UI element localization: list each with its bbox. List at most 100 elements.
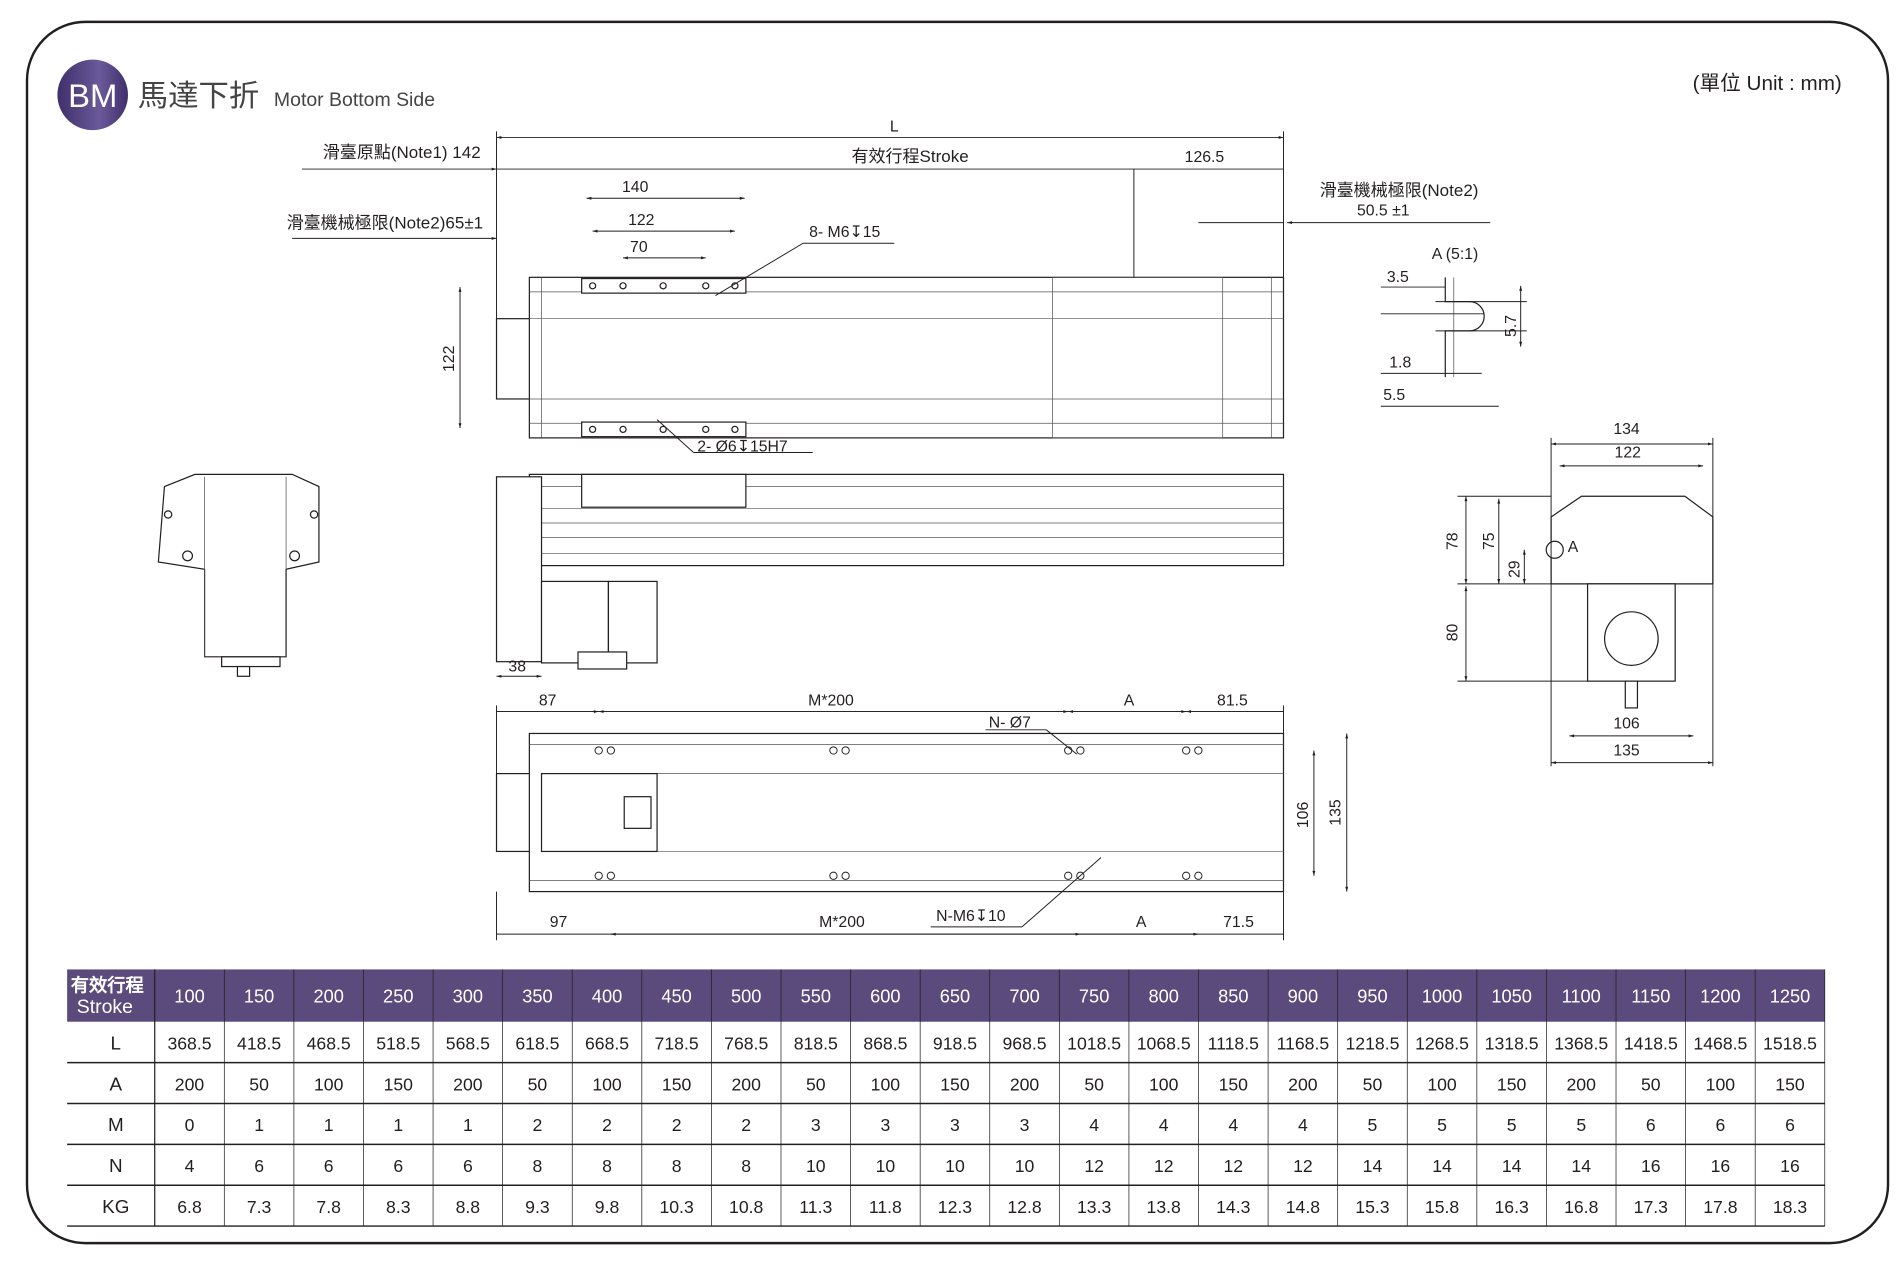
table-cell: 14 (1571, 1156, 1591, 1176)
table-cell: 150 (384, 1074, 414, 1094)
table-cell: 1268.5 (1415, 1033, 1469, 1053)
badge-circle (57, 59, 128, 131)
dim-3-5: 3.5 (1387, 269, 1409, 286)
table-cell: 200 (1567, 1074, 1597, 1094)
header-stroke-cell: 500 (731, 985, 761, 1006)
table-cell: 1318.5 (1485, 1033, 1539, 1053)
table-cell: 7.3 (247, 1197, 272, 1217)
row-label: M (108, 1114, 124, 1135)
table-cell: 6 (1646, 1115, 1656, 1135)
table-cell: 1018.5 (1067, 1033, 1121, 1053)
dim-122-top: 122 (628, 212, 654, 229)
header-stroke-cell: 250 (383, 985, 413, 1006)
left-end-view-drawing (157, 473, 320, 677)
header-stroke-cell: 950 (1357, 985, 1387, 1006)
dim-126-5: 126.5 (1185, 149, 1225, 166)
dim-70: 70 (630, 239, 648, 256)
table-cell: 3 (811, 1115, 821, 1135)
table-cell: 6 (1715, 1115, 1725, 1135)
table-cell: 4 (1089, 1115, 1099, 1135)
table-cell: 2 (741, 1115, 751, 1135)
table-cell: 9.3 (525, 1197, 550, 1217)
header-stroke-cell: 450 (661, 985, 691, 1006)
end-135: 135 (1613, 742, 1640, 759)
table-cell: 50 (249, 1074, 269, 1094)
dim-m200-bottom: M*200 (819, 914, 865, 931)
table-cell: 1118.5 (1208, 1033, 1259, 1053)
row-label: N (109, 1155, 123, 1176)
table-cell: 818.5 (794, 1033, 838, 1053)
table-cell: 11.8 (869, 1197, 902, 1217)
dim-1-8: 1.8 (1389, 354, 1411, 371)
title-en: Motor Bottom Side (274, 89, 435, 111)
table-cell: 8 (602, 1156, 612, 1176)
table-cell: 100 (1149, 1074, 1179, 1094)
table-cell: 6 (463, 1156, 473, 1176)
tap-holes-label: 8- M6↧15 (809, 224, 880, 241)
top-view-drawing: L 滑臺原點(Note1) 142 有效行程Stroke 126.5 滑臺機械極… (287, 118, 1491, 455)
header-stroke-cell: 600 (870, 985, 900, 1006)
table-cell: 100 (592, 1074, 622, 1094)
table-cell: 1 (324, 1115, 334, 1135)
table-cell: 5 (1437, 1115, 1447, 1135)
table-cell: 6 (393, 1156, 403, 1176)
header-stroke-cell: 900 (1288, 985, 1318, 1006)
limit-note-right: 滑臺機械極限(Note2) (1320, 181, 1479, 200)
table-cell: 4 (1228, 1115, 1238, 1135)
table-cell: 968.5 (1002, 1033, 1046, 1053)
header-stroke-cell: 350 (522, 985, 552, 1006)
table-cell: 12 (1293, 1156, 1313, 1176)
table-cell: 10 (1015, 1156, 1035, 1176)
dim-140: 140 (622, 179, 649, 196)
dim-97: 97 (550, 914, 568, 931)
table-cell: 16 (1780, 1156, 1800, 1176)
dim-87: 87 (539, 692, 557, 709)
table-cell: 50 (528, 1074, 548, 1094)
table-cell: 13.3 (1077, 1197, 1112, 1217)
table-cell: 918.5 (933, 1033, 977, 1053)
table-cell: 4 (1159, 1115, 1169, 1135)
table-cell: 150 (1219, 1074, 1249, 1094)
detail-a-drawing: A (5:1) 3.5 5.7 1.8 5.5 (1380, 246, 1527, 407)
table-cell: 6.8 (177, 1197, 202, 1217)
dim-81-5: 81.5 (1217, 692, 1248, 709)
header-stroke-cell: 850 (1218, 985, 1248, 1006)
table-cell: 3 (880, 1115, 890, 1135)
table-cell: 150 (662, 1074, 692, 1094)
table-cell: 16.3 (1494, 1197, 1529, 1217)
end-80: 80 (1444, 624, 1461, 642)
table-cell: 368.5 (167, 1033, 211, 1053)
header-stroke-cell: 1250 (1770, 985, 1811, 1006)
table-cell: 12 (1223, 1156, 1243, 1176)
table-cell: 8 (533, 1156, 543, 1176)
table-cell: 10.8 (729, 1197, 764, 1217)
table-cell: 468.5 (307, 1033, 351, 1053)
table-cell: 12.8 (1007, 1197, 1042, 1217)
table-cell: 2 (602, 1115, 612, 1135)
table-cell: 1168.5 (1277, 1033, 1330, 1053)
table-cell: 4 (185, 1156, 195, 1176)
table-header-bg (67, 969, 1825, 1022)
row-label: L (111, 1032, 121, 1053)
origin-note: 滑臺原點(Note1) 142 (323, 143, 481, 162)
table-cell: 14 (1502, 1156, 1522, 1176)
table-cell: 14.3 (1216, 1197, 1251, 1217)
header-stroke-cell: 400 (592, 985, 622, 1006)
table-cell: 200 (1288, 1074, 1318, 1094)
table-cell: 1 (463, 1115, 473, 1135)
header-stroke-zh: 有效行程 (71, 974, 144, 995)
table-cell: 200 (731, 1074, 761, 1094)
table-cell: 100 (871, 1074, 901, 1094)
pin-holes-label: 2- Ø6↧15H7 (697, 438, 788, 455)
end-A: A (1568, 539, 1579, 556)
table-cell: 100 (314, 1074, 344, 1094)
badge-label: BM (68, 77, 117, 114)
table-cell: 200 (1010, 1074, 1040, 1094)
table-cell: 3 (950, 1115, 960, 1135)
end-29: 29 (1506, 560, 1523, 578)
bottom-view-drawing: 87 M*200 N- Ø7 A 81.5 106 135 97 M*200 N… (495, 692, 1349, 941)
table-cell: 50 (1641, 1074, 1661, 1094)
table-cell: 18.3 (1773, 1197, 1808, 1217)
header-stroke-cell: 750 (1079, 985, 1109, 1006)
